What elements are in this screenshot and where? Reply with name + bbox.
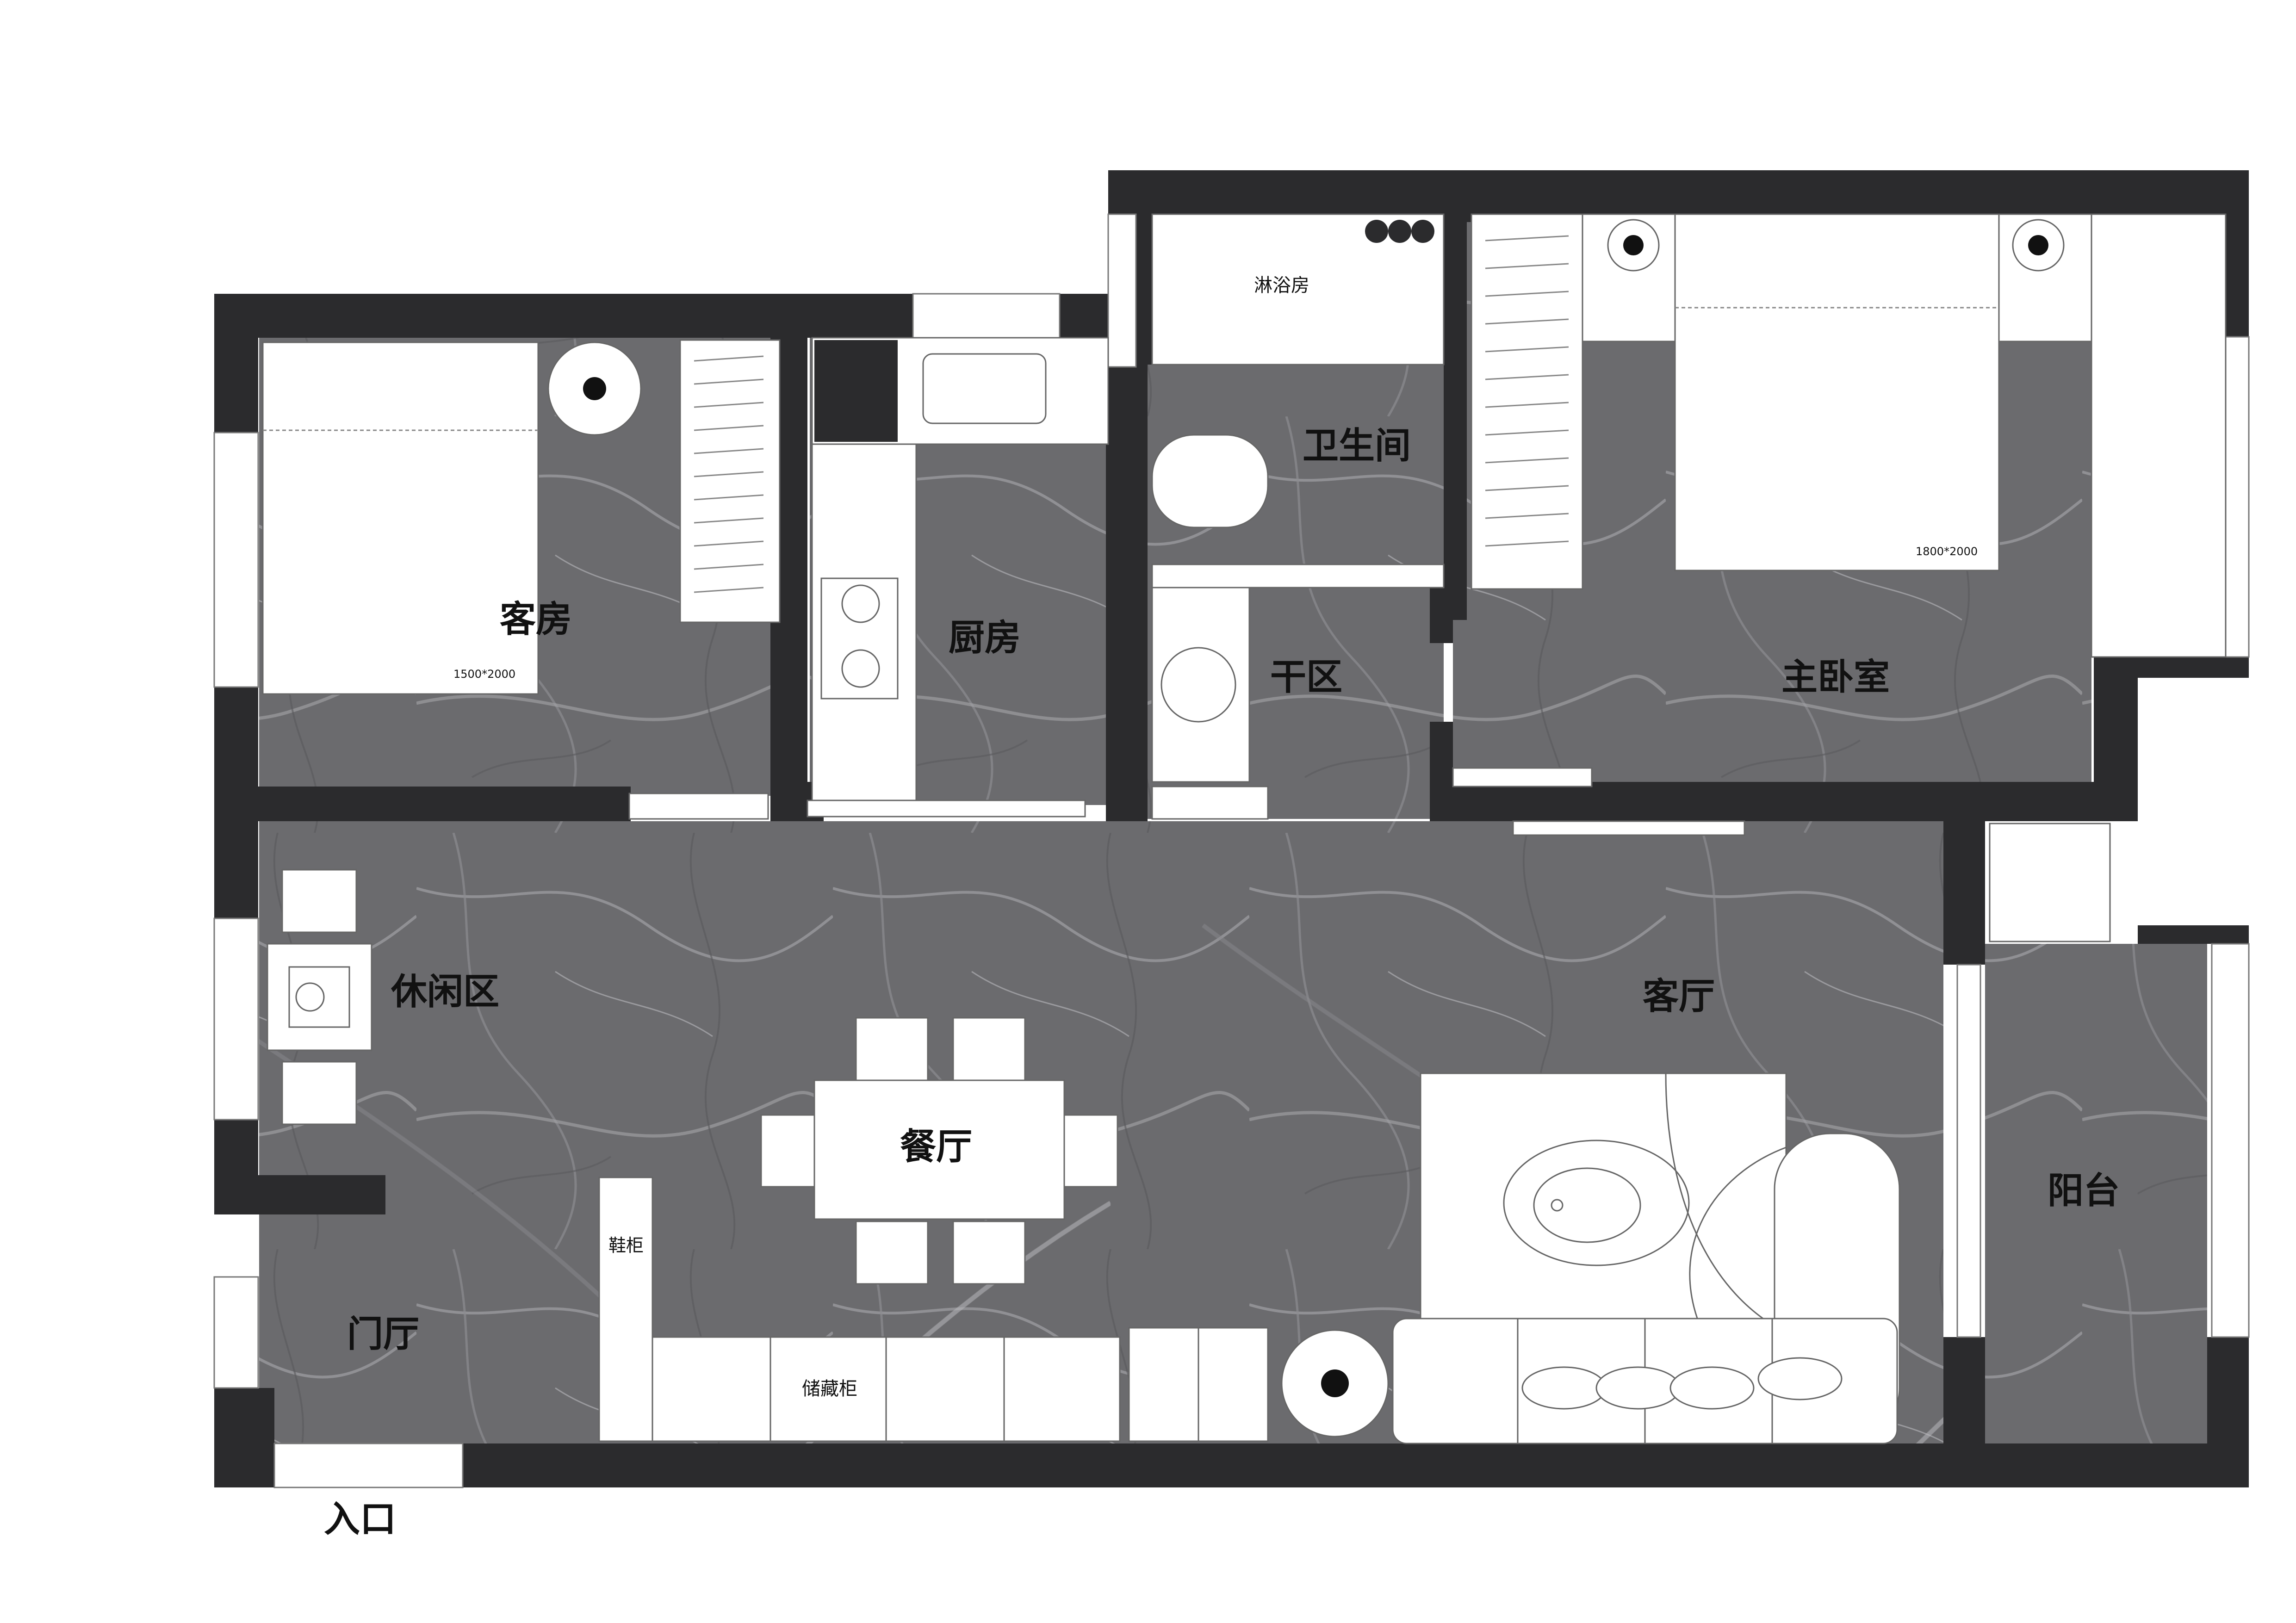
bathroom-furniture [1151, 213, 1445, 820]
label-guest-bed-size: 1500*2000 [453, 668, 515, 681]
guest-room-furniture [262, 339, 781, 820]
kitchen-furniture [807, 337, 1109, 818]
label-balcony: 阳台 [2048, 1170, 2120, 1212]
living-furniture [1392, 1072, 1900, 1444]
label-entrance: 入口 [324, 1499, 396, 1540]
leisure-furniture [267, 869, 372, 1125]
label-dining-room: 餐厅 [900, 1126, 972, 1168]
label-shoe-cabinet: 鞋柜 [608, 1235, 644, 1256]
windows [213, 213, 2250, 1488]
label-kitchen: 厨房 [949, 617, 1021, 659]
dining-furniture [760, 1017, 1118, 1285]
label-living-room: 客厅 [1643, 976, 1715, 1017]
label-master-bedroom: 主卧室 [1781, 657, 1890, 698]
label-storage-cabinet: 储藏柜 [802, 1378, 857, 1400]
label-dry-area: 干区 [1270, 657, 1342, 698]
cabinets [598, 1177, 1389, 1442]
label-bathroom: 卫生间 [1303, 425, 1411, 467]
label-foyer: 门厅 [347, 1313, 419, 1355]
label-master-bed-size: 1800*2000 [1916, 545, 1978, 558]
label-shower: 淋浴房 [1254, 275, 1309, 296]
master-bedroom-furniture [1452, 213, 2227, 836]
balcony-furniture [1989, 823, 2111, 942]
label-guest-room: 客房 [500, 599, 572, 640]
walls [214, 170, 2249, 1487]
label-leisure-area: 休闲区 [391, 971, 499, 1013]
